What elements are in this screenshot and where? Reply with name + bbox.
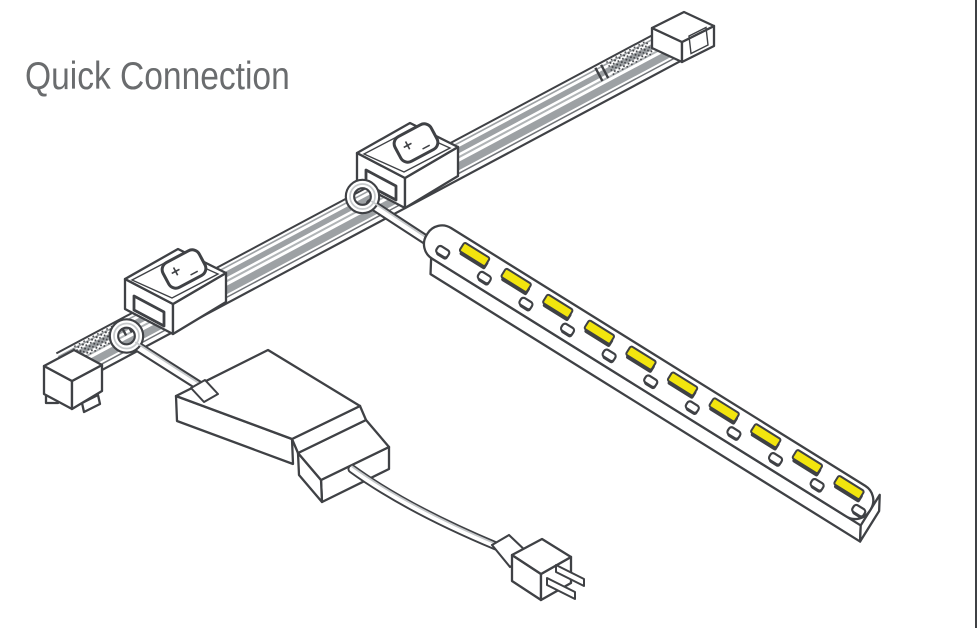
power-driver — [174, 348, 391, 504]
led-chip — [708, 397, 740, 423]
power-plug — [490, 533, 585, 602]
bar-tick-mark — [594, 67, 604, 82]
led-chip — [833, 475, 865, 500]
resistor-pad — [476, 270, 492, 285]
plug-prong — [546, 577, 576, 600]
quick-connector-upper: + − — [355, 121, 460, 210]
page-right-border — [975, 0, 977, 628]
led-strip — [422, 224, 881, 543]
light-bar-bottom-edge — [72, 60, 681, 387]
light-bar-endcap-right — [650, 10, 716, 64]
resistor-pad — [726, 426, 742, 440]
led-chip — [500, 267, 532, 293]
led-chip — [625, 345, 657, 371]
endcap-top-face — [42, 348, 104, 383]
led-chip — [458, 242, 491, 267]
resistor-pad — [643, 374, 659, 388]
power-cord — [347, 464, 501, 551]
led-strip-pads — [435, 244, 867, 519]
driver-cable-notch — [190, 379, 219, 403]
polarity-label-plate — [160, 248, 208, 290]
resistor-pad — [767, 452, 784, 466]
resistor-pad — [851, 503, 867, 518]
page-title: Quick Connection — [25, 55, 290, 98]
plug-prong — [555, 564, 585, 587]
resistor-pad — [601, 348, 617, 363]
led-chip — [791, 449, 824, 475]
polarity-label-plate — [392, 122, 440, 164]
resistor-pad — [435, 244, 451, 259]
resistor-pad — [559, 322, 576, 337]
connector-polarity-label: + − — [392, 122, 440, 164]
led-strip-side-face — [429, 256, 862, 543]
led-chip — [750, 423, 782, 449]
stipple-texture-left — [71, 325, 120, 361]
bar-tick-mark — [600, 64, 610, 79]
light-bar-endcap-left — [42, 348, 104, 414]
stipple-texture-right — [605, 40, 654, 76]
connector-port — [132, 294, 166, 328]
driver-top-face — [174, 348, 362, 441]
led-chip — [542, 293, 574, 319]
endcap-end-detail — [688, 26, 709, 55]
led-strip-leds — [458, 242, 865, 503]
connector-polarity-label: + − — [160, 248, 208, 290]
led-chip — [666, 371, 699, 397]
endcap-top-face — [650, 10, 716, 44]
led-chip — [583, 319, 616, 345]
resistor-pad — [518, 296, 534, 311]
quick-connector-lower: + − — [123, 247, 228, 336]
resistor-pad — [809, 477, 825, 492]
resistor-pad — [684, 400, 700, 414]
